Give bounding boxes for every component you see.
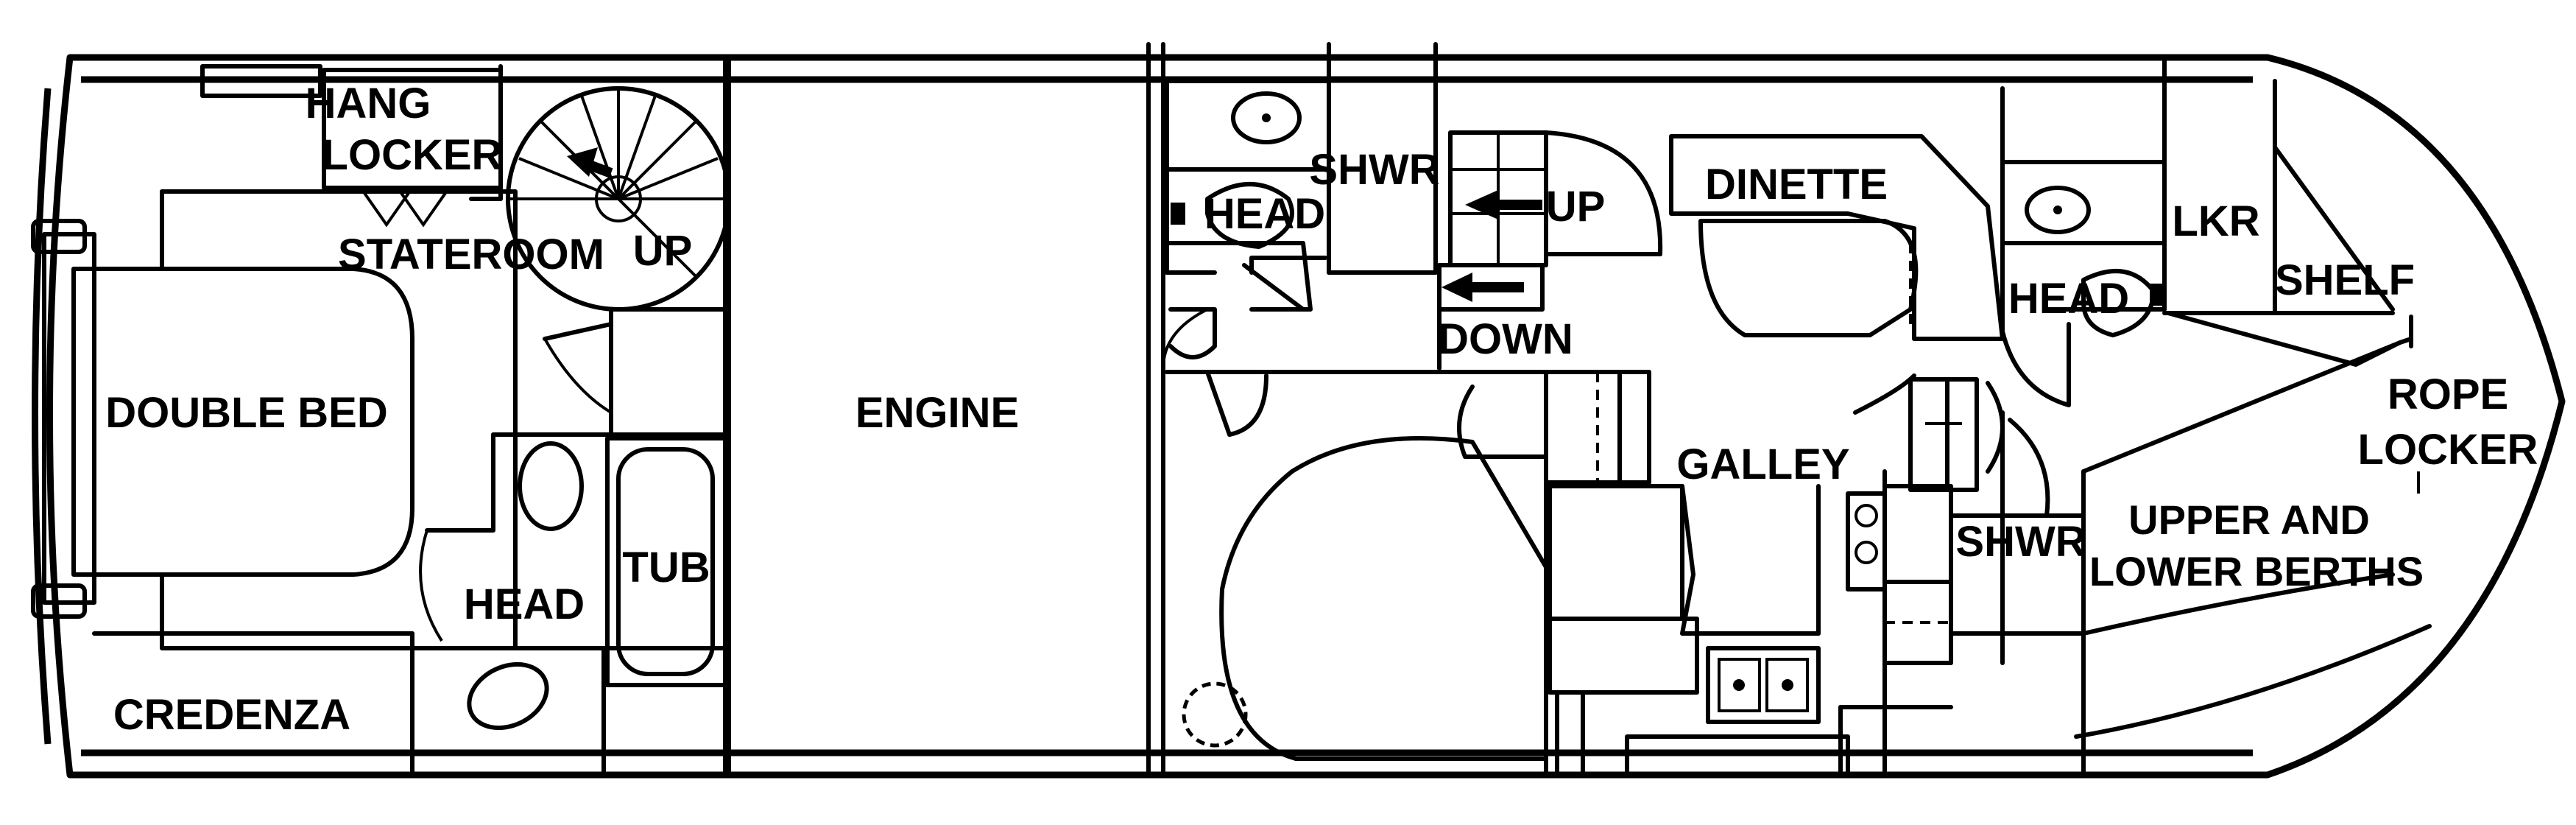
arrow-left-icon [567,147,613,178]
label-double-bed: DOUBLE BED [105,389,387,437]
arrow-left-icon [1441,273,1524,302]
label-berths-line1: UPPER AND [2128,496,2370,543]
galley-cabinets [1838,373,2086,776]
label-berths-line2: LOWER BERTHS [2089,548,2424,594]
sink-icon [2025,186,2091,234]
forward-head-walls [1949,57,2167,665]
sink-icon [1231,91,1302,144]
label-hang-locker-line1: HANG [306,80,431,127]
label-lkr: LKR [2172,197,2259,245]
v-berths [2074,340,2432,739]
hull-outline [32,54,2566,779]
dinette-furniture [1669,86,2005,341]
toilet-icon [1171,182,1294,249]
stove-icon [1706,646,1821,724]
label-hang-locker-line2: LOCKER [322,131,503,179]
arrow-left-icon [1465,190,1542,220]
label-up-mid: UP [1546,183,1606,231]
label-head-aft: HEAD [464,580,585,628]
label-down: DOWN [1438,315,1573,363]
label-rope-locker-line1: ROPE [2388,371,2508,418]
label-rope-locker-line2: LOCKER [2358,426,2538,474]
mid-stairs [1437,130,1663,371]
label-shwr-fwd: SHWR [1955,518,2086,566]
label-galley: GALLEY [1676,440,1849,488]
label-shelf: SHELF [2275,256,2415,304]
room-labels: HANG LOCKER STATEROOM UP DOUBLE BED HEAD… [105,80,2538,739]
transom-cabinetry [31,219,414,776]
toilet-icon [518,441,584,531]
sink-icon [467,661,549,731]
label-head-fwd: HEAD [2008,275,2129,323]
stateroom-bulkheads [200,64,503,228]
toilet-icon [1182,681,1248,748]
label-head-mid: HEAD [1204,190,1325,238]
bathtub [605,436,727,687]
label-up-aft: UP [633,227,693,275]
label-stateroom: STATEROOM [338,231,604,278]
label-dinette: DINETTE [1705,161,1888,208]
stove-icon [1846,491,1887,591]
toilet-icon [2081,269,2164,337]
galley-walls [1544,370,1850,777]
label-engine: ENGINE [855,389,1019,437]
label-tub: TUB [622,544,710,591]
label-shwr-mid: SHWR [1309,146,1439,194]
forward-cabin-walls [1165,370,1548,776]
label-credenza: CREDENZA [113,691,350,739]
engine-room-walls [727,42,1165,776]
